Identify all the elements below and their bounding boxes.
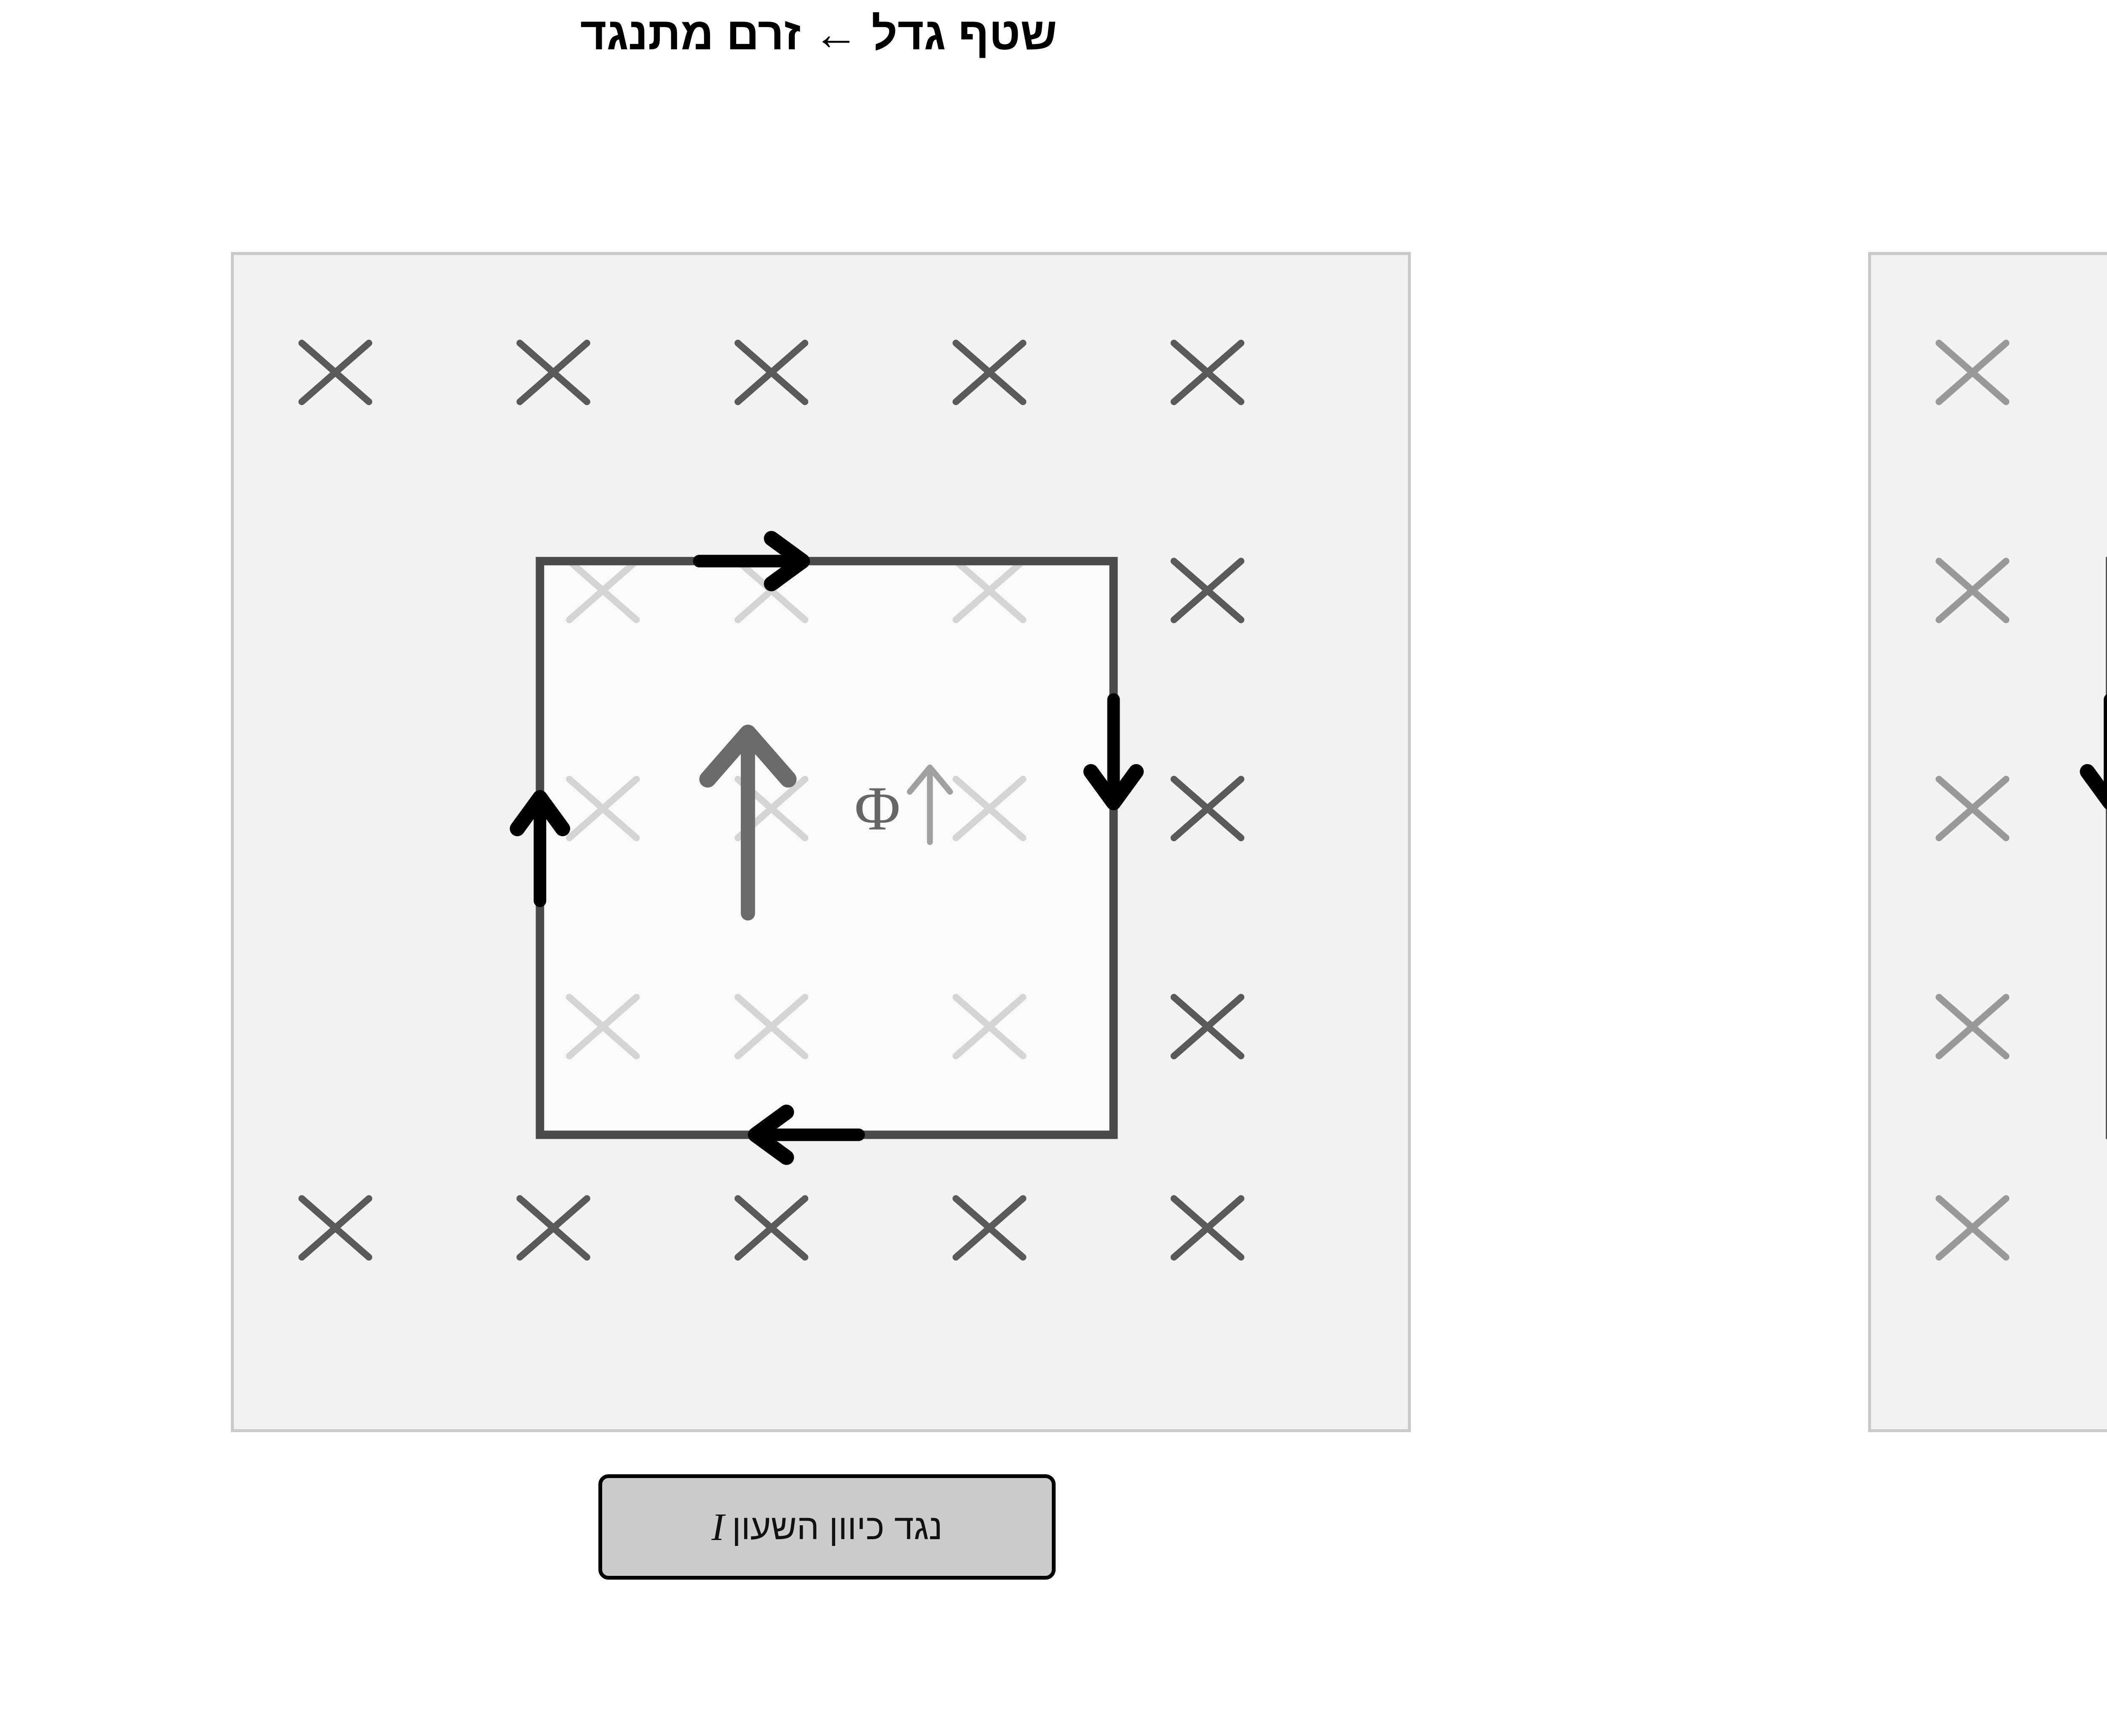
field-markers-outside-left (298, 339, 1244, 1261)
panel-flux-decreasing: שטף קטן ← זרם תומך (1637, 0, 2107, 1736)
field-diagram-left: Φ (298, 339, 1244, 1261)
panel-flux-increasing: שטף גדל ← זרם מתנגד (231, 8, 1411, 1580)
flux-trend-arrow-left (906, 764, 953, 845)
panel-left-title: שטף גדל ← זרם מתנגד (580, 8, 1057, 59)
magnetic-field-region-right: Φ (1868, 252, 2107, 1432)
field-diagram-right: Φ (1935, 339, 2107, 1261)
current-arrows-left (509, 531, 1144, 1165)
field-markers-inside-left (566, 558, 1027, 1060)
magnetic-field-region-left: Φ (231, 252, 1411, 1432)
loop-interior-left (536, 557, 1118, 1139)
panel-right-title: שטף קטן ← זרם תומך (1637, 0, 2107, 67)
flux-vector-arrow-left (699, 724, 797, 921)
flux-label-left: Φ (855, 774, 901, 843)
current-direction-chip-left: נגד כיוון השעון I (598, 1474, 1056, 1580)
field-markers-outside-right (1935, 339, 2010, 1261)
chip-current-symbol-left: I (711, 1505, 724, 1548)
current-arrows-right (2080, 694, 2107, 810)
chip-text-left: נגד כיוון השעון (732, 1507, 943, 1547)
